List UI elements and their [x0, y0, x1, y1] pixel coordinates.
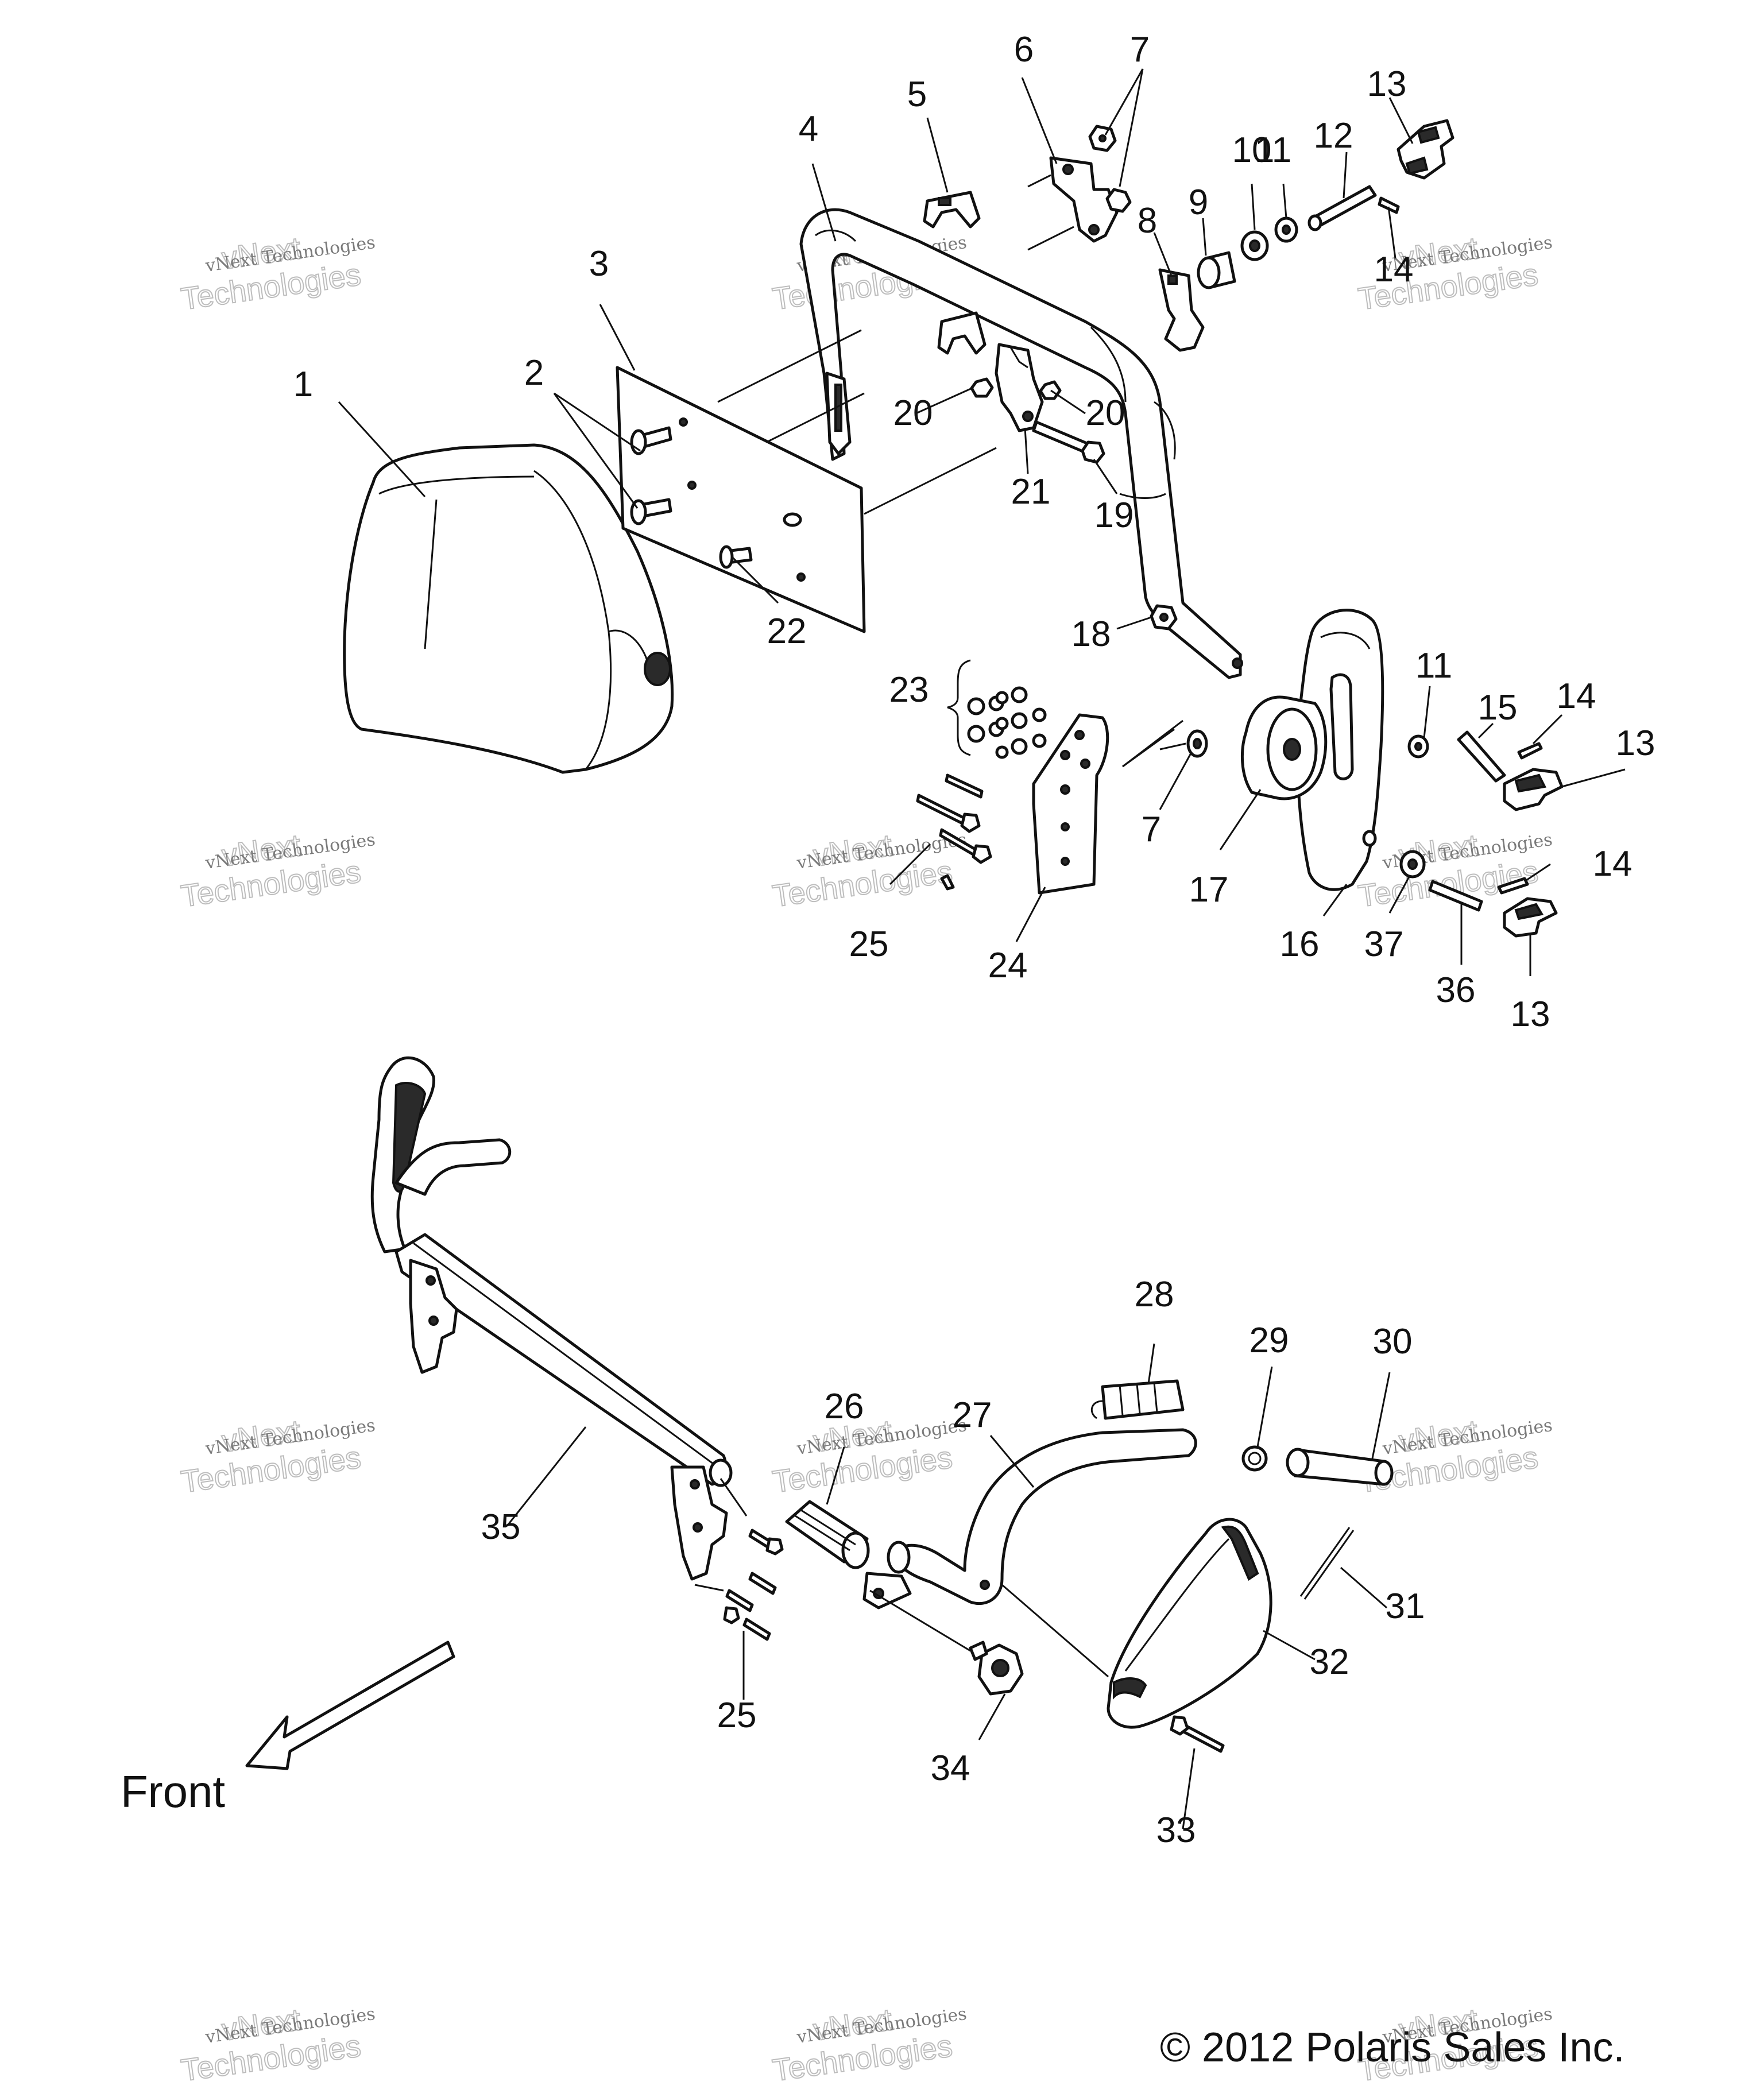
part-26-grip: [785, 1500, 870, 1569]
callout-16: 16: [1280, 924, 1320, 964]
part-3-backing-plate: [616, 366, 866, 633]
part-25-rivets-upper: [916, 773, 992, 891]
callout-28: 28: [1135, 1275, 1174, 1314]
part-29-plug: [1241, 1445, 1268, 1472]
callout-30: 30: [1373, 1322, 1413, 1361]
part-13-latch: [1396, 119, 1454, 180]
lower-assembly: [245, 1056, 1394, 1829]
callout-9: 9: [1189, 183, 1208, 222]
callout-7: 7: [1130, 30, 1150, 69]
part-24-hinge-plate: [1032, 713, 1109, 895]
callout-3: 3: [589, 244, 609, 284]
callout-20-right: 20: [1086, 393, 1125, 433]
callout-1: 1: [293, 365, 313, 404]
front-arrow-icon: [245, 1641, 455, 1770]
leader-lines-lower: [507, 1343, 1391, 1829]
callout-10: 10: [1232, 130, 1272, 170]
part-10-bushing: [1240, 230, 1269, 261]
part-12-pin: [1307, 185, 1377, 231]
callout-35: 35: [481, 1507, 521, 1547]
part-13-latch-lower: [1503, 768, 1564, 938]
callout-15: 15: [1478, 688, 1518, 728]
callout-13-lower: 13: [1511, 995, 1550, 1034]
callout-5: 5: [907, 75, 927, 114]
callout-7-lower: 7: [1142, 810, 1161, 849]
callout-23: 23: [889, 670, 929, 710]
part-1-backrest-cushion: [343, 443, 674, 774]
callout-21: 21: [1011, 472, 1051, 512]
part-5-clamp: [923, 191, 981, 229]
callout-25-upper: 25: [849, 924, 889, 964]
callout-34: 34: [931, 1748, 970, 1788]
callout-11: 11: [1255, 130, 1291, 170]
front-label: Front: [121, 1766, 226, 1817]
part-21-mount-bracket: [995, 343, 1044, 432]
callout-24: 24: [988, 946, 1028, 985]
part-17-hinge-wheel: [1241, 695, 1328, 800]
part-14-cotter-pin-lower: [1497, 742, 1543, 895]
part-7-washer: [1186, 729, 1208, 758]
part-15-pin: [1457, 730, 1506, 783]
callout-20-left: 20: [893, 393, 933, 433]
leader-lines-upper: [338, 68, 1626, 976]
part-30-grip: [1286, 1448, 1394, 1486]
callout-25-lower: 25: [717, 1696, 757, 1735]
callout-14: 14: [1374, 250, 1414, 289]
part-11-washer: [1274, 216, 1298, 243]
part-34-knob: [969, 1641, 1024, 1696]
callout-12: 12: [1314, 116, 1353, 156]
callout-13: 13: [1367, 64, 1407, 104]
part-36-pin: [1428, 880, 1483, 912]
callout-6: 6: [1014, 30, 1034, 69]
copyright-notice: © 2012 Polaris Sales Inc.: [1160, 2025, 1625, 2071]
part-28-spring-grip: [1090, 1379, 1185, 1420]
callouts: 1 2 3 4 5 6 7 8 9 10 11 12 13 14 18 19 2…: [293, 30, 1655, 1850]
part-25-rivets-lower: [723, 1529, 784, 1641]
part-14-cotter-pin: [1378, 196, 1400, 214]
callout-27: 27: [953, 1395, 992, 1435]
part-27-handle-bar: [862, 1428, 1197, 1609]
part-32-side-panel: [1107, 1518, 1272, 1729]
callout-2: 2: [524, 353, 544, 393]
callout-4: 4: [799, 109, 818, 149]
callout-11-lower: 11: [1415, 646, 1452, 686]
part-8-bracket: [1158, 268, 1205, 352]
part-31-cable-tie: [1299, 1527, 1355, 1600]
part-23-screws: [947, 659, 1047, 759]
part-7-nut: [1088, 125, 1132, 213]
part-22-rivet: [719, 545, 753, 569]
callout-18: 18: [1071, 614, 1111, 654]
callout-22: 22: [767, 612, 807, 651]
upper-assembly: [338, 68, 1626, 976]
callout-19: 19: [1094, 496, 1134, 535]
callout-36: 36: [1436, 970, 1476, 1010]
callout-33: 33: [1156, 1810, 1196, 1850]
callout-29: 29: [1250, 1321, 1289, 1360]
part-33-screw: [1170, 1715, 1225, 1753]
callout-14-lower: 14: [1593, 844, 1633, 884]
part-11-washer-lower: [1407, 734, 1429, 759]
part-5-clamp-lower: [937, 311, 987, 355]
part-6-bracket: [1049, 156, 1119, 243]
callout-32: 32: [1310, 1642, 1349, 1682]
callout-14-mid: 14: [1557, 676, 1596, 716]
callout-8: 8: [1138, 201, 1157, 241]
part-16-side-cover: [1296, 609, 1384, 891]
callout-13-mid: 13: [1616, 723, 1655, 763]
part-37-washer: [1399, 850, 1426, 879]
callout-17: 17: [1189, 870, 1229, 910]
callout-26: 26: [825, 1387, 864, 1426]
part-18-nut: [1150, 604, 1178, 630]
part-9-spacer: [1197, 251, 1236, 289]
callout-31: 31: [1386, 1587, 1425, 1626]
part-35-frame-bar: [370, 1056, 733, 1581]
callout-37: 37: [1364, 924, 1404, 964]
